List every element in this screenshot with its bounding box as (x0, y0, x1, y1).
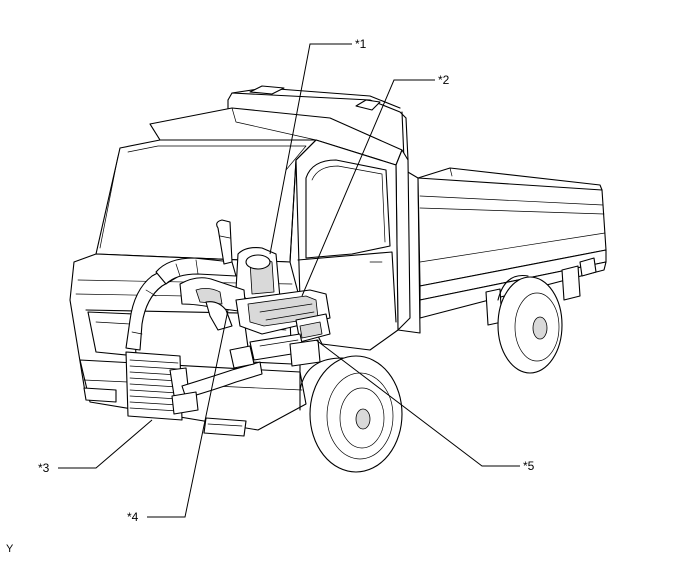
engine-assembly (155, 219, 331, 367)
intercooler-hoses (125, 261, 263, 415)
callout-2: *2 (438, 73, 450, 87)
callout-4: *4 (127, 510, 139, 524)
figure-code: Y (6, 543, 14, 555)
callout-5: *5 (523, 459, 535, 473)
front-wheel (309, 355, 403, 473)
leader-line-3 (58, 419, 153, 469)
leader-line-4 (147, 309, 229, 518)
leader-line-2 (301, 79, 435, 297)
callout-3: *3 (38, 461, 50, 475)
rear-wheel (497, 274, 563, 374)
callout-1: *1 (355, 37, 367, 51)
leader-line-5 (315, 339, 520, 467)
leader-lines (58, 43, 520, 518)
leader-line-1 (269, 43, 352, 255)
